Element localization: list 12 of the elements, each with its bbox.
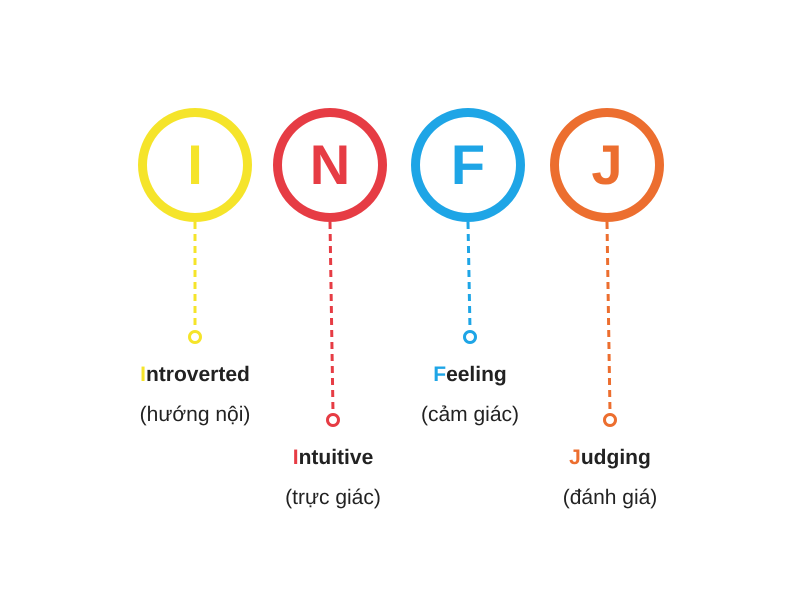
letter: F <box>450 137 486 193</box>
subtitle-text: (đánh giá) <box>562 484 658 510</box>
trait-name: Judging <box>569 445 651 471</box>
trait-name: Feeling <box>433 362 507 388</box>
subtitle-text: (trực giác) <box>285 484 381 510</box>
letter: I <box>187 137 203 193</box>
letter: J <box>591 137 623 193</box>
trait-name: Intuitive <box>292 445 374 471</box>
letter: N <box>310 137 350 193</box>
trait-name: Introverted <box>140 362 250 388</box>
subtitle-text: (hướng nội) <box>140 402 250 428</box>
subtitle-text: (cảm giác) <box>420 402 520 428</box>
